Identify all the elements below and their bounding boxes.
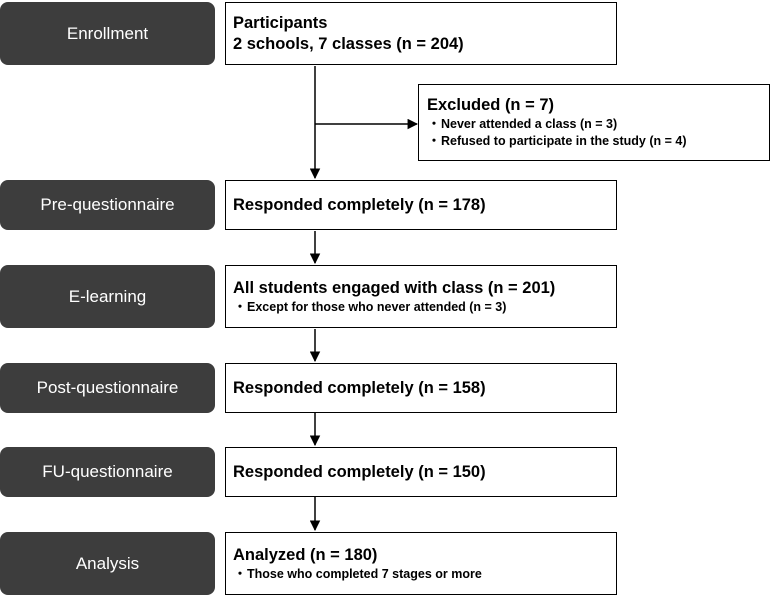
stage-enrollment: Enrollment: [0, 2, 215, 65]
stage-analysis: Analysis: [0, 532, 215, 595]
analysis-text: Analyzed (n = 180): [233, 545, 378, 564]
excluded-item-text: Never attended a class (n = 3): [441, 117, 618, 131]
e-learning-note: ・Except for those who never attended (n …: [233, 299, 616, 316]
stage-pre-questionnaire-label: Pre-questionnaire: [40, 195, 175, 214]
bullet-icon: ・: [233, 299, 247, 314]
excluded-item-text: Refused to participate in the study (n =…: [441, 134, 687, 148]
bullet-icon: ・: [427, 134, 441, 148]
stage-analysis-label: Analysis: [75, 553, 140, 573]
excluded-item: ・Refused to participate in the study (n …: [427, 133, 769, 150]
excluded-item: ・Never attended a class (n = 3): [427, 116, 769, 133]
stage-enrollment-label: Enrollment: [66, 23, 149, 43]
stage-post-questionnaire-label: Post-questionnaire: [36, 378, 179, 397]
participants-box: Participants 2 schools, 7 classes (n = 2…: [225, 2, 617, 65]
pre-questionnaire-text: Responded completely (n = 178): [233, 195, 486, 214]
post-questionnaire-box: Responded completely (n = 158): [225, 363, 617, 413]
pre-questionnaire-box: Responded completely (n = 178): [225, 180, 617, 230]
stage-e-learning-label: E-learning: [68, 286, 147, 306]
excluded-title: Excluded (n = 7): [427, 96, 554, 114]
analysis-note: ・Those who completed 7 stages or more: [233, 566, 616, 583]
post-questionnaire-text: Responded completely (n = 158): [233, 378, 486, 397]
stage-fu-questionnaire-label: FU-questionnaire: [42, 462, 173, 481]
bullet-icon: ・: [427, 117, 441, 131]
e-learning-box: All students engaged with class (n = 201…: [225, 265, 617, 328]
excluded-box: Excluded (n = 7) ・Never attended a class…: [418, 84, 770, 161]
analysis-note-text: Those who completed 7 stages or more: [247, 566, 482, 581]
e-learning-note-text: Except for those who never attended (n =…: [247, 299, 507, 314]
stage-fu-questionnaire: FU-questionnaire: [0, 447, 215, 497]
e-learning-text: All students engaged with class (n = 201…: [233, 278, 556, 297]
stage-pre-questionnaire: Pre-questionnaire: [0, 180, 215, 230]
participants-title: Participants: [233, 13, 328, 32]
fu-questionnaire-text: Responded completely (n = 150): [233, 462, 486, 481]
analysis-box: Analyzed (n = 180) ・Those who completed …: [225, 532, 617, 595]
stage-post-questionnaire: Post-questionnaire: [0, 363, 215, 413]
bullet-icon: ・: [233, 566, 247, 581]
fu-questionnaire-box: Responded completely (n = 150): [225, 447, 617, 497]
stage-e-learning: E-learning: [0, 265, 215, 328]
participants-count: 2 schools, 7 classes (n = 204): [233, 34, 464, 53]
